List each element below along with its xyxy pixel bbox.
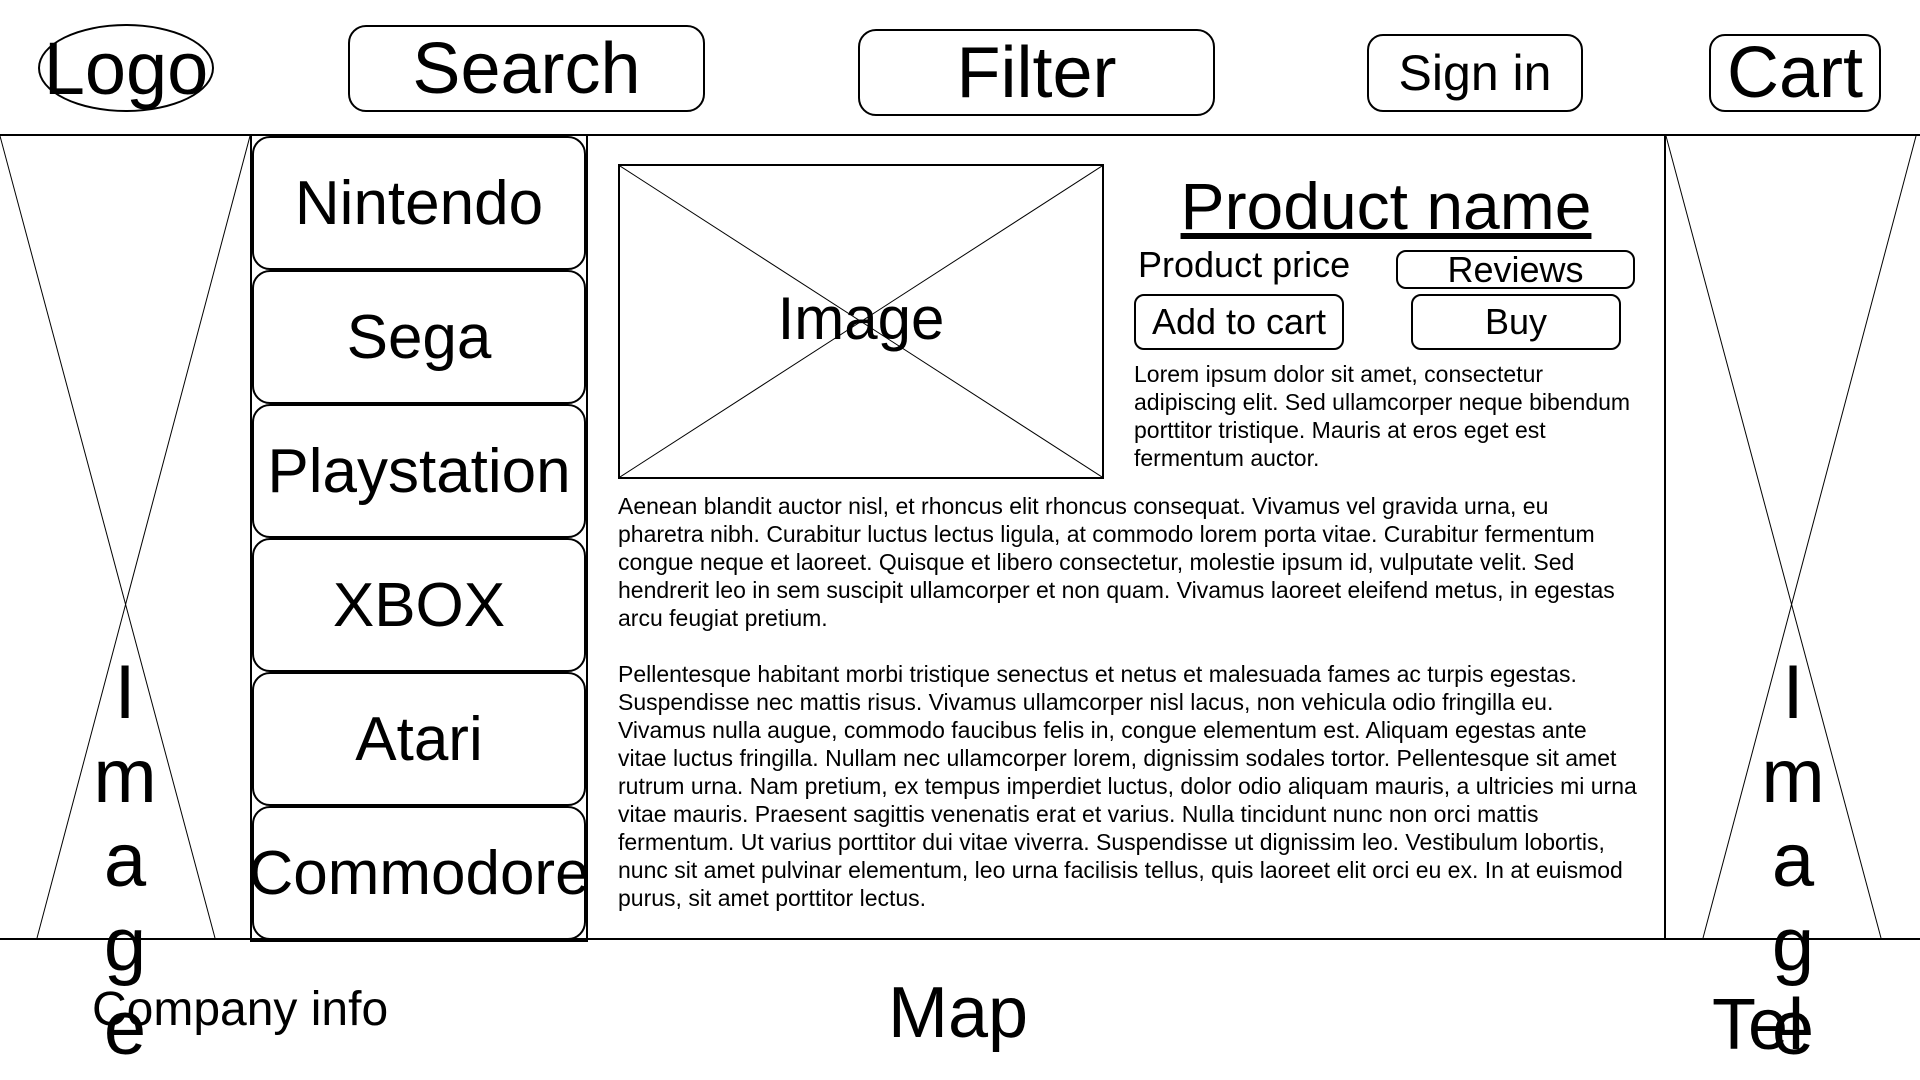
category-nintendo[interactable]: Nintendo xyxy=(252,136,586,270)
cart-button[interactable]: Cart xyxy=(1709,33,1881,113)
buy-button[interactable]: Buy xyxy=(1411,294,1621,350)
search-button[interactable]: Search xyxy=(348,25,705,112)
sign-in-button[interactable]: Sign in xyxy=(1367,34,1583,112)
right-panel-divider xyxy=(1664,134,1666,940)
map[interactable]: Map xyxy=(888,973,1029,1053)
product-image: Image xyxy=(618,164,1104,479)
product-description-2: Pellentesque habitant morbi tristique se… xyxy=(618,661,1637,911)
category-xbox[interactable]: XBOX xyxy=(252,538,586,672)
category-atari[interactable]: Atari xyxy=(252,672,586,806)
category-commodore[interactable]: Commodore xyxy=(248,806,590,940)
header-divider xyxy=(0,134,1920,136)
product-short-description: Lorem ipsum dolor sit amet, consectetur … xyxy=(1134,361,1631,471)
category-list xyxy=(250,134,588,942)
footer-divider xyxy=(0,938,1920,940)
product-description-1: Aenean blandit auctor nisl, et rhoncus e… xyxy=(618,493,1615,631)
reviews-button[interactable]: Reviews xyxy=(1396,249,1635,290)
add-to-cart-button[interactable]: Add to cart xyxy=(1134,294,1344,350)
logo[interactable]: Logo xyxy=(38,24,214,112)
product-name[interactable]: Product name xyxy=(1180,169,1592,243)
category-playstation[interactable]: Playstation xyxy=(252,404,586,538)
company-info[interactable]: Company info xyxy=(92,983,389,1036)
category-sega[interactable]: Sega xyxy=(252,270,586,404)
tel[interactable]: Tel xyxy=(1712,985,1805,1065)
product-price: Product price xyxy=(1138,244,1351,285)
filter-button[interactable]: Filter xyxy=(858,29,1215,116)
